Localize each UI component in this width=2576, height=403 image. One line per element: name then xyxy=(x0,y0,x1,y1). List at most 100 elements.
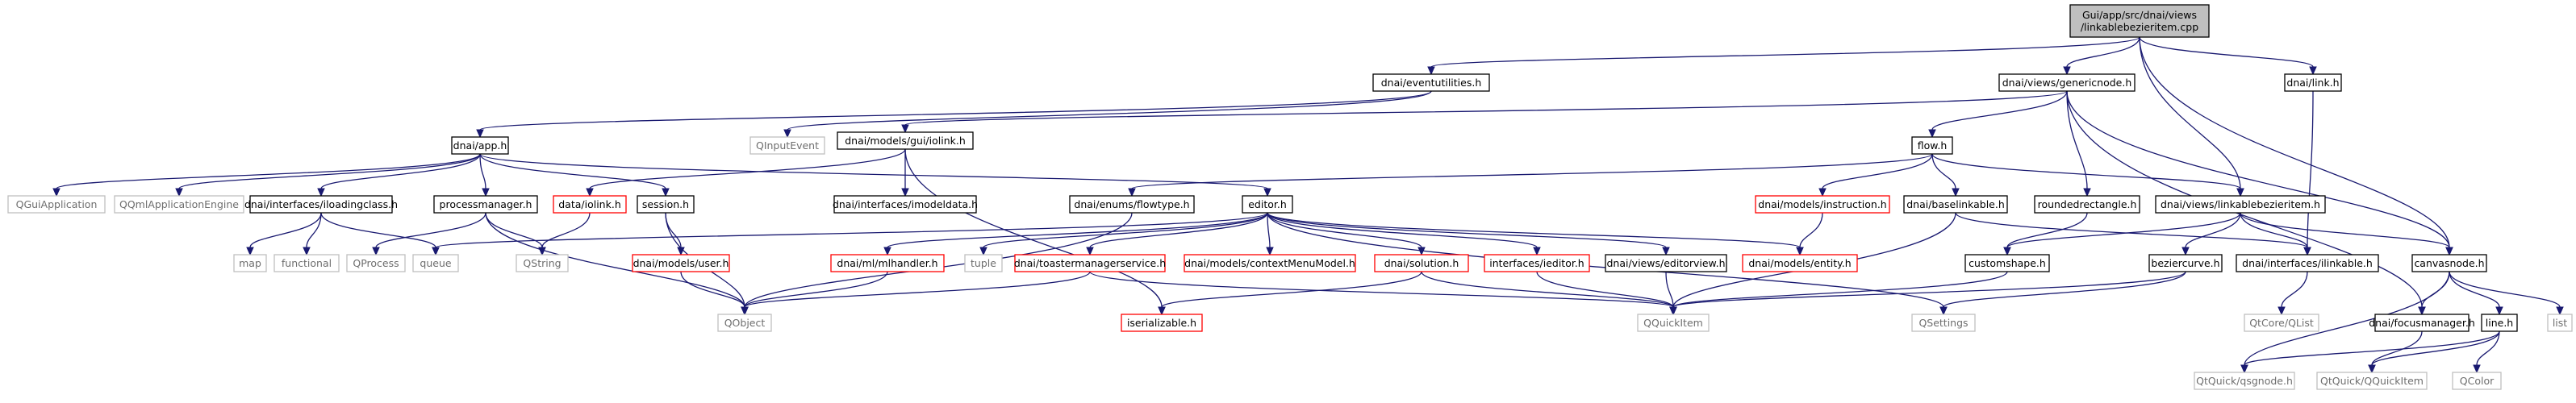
edge-root-to-eventutilities xyxy=(1427,36,2140,76)
edge-arrowhead xyxy=(372,247,380,256)
node-customshape[interactable]: customshape.h xyxy=(1964,254,2050,272)
edge-user-to-qobject xyxy=(680,271,749,316)
node-entity[interactable]: dnai/models/entity.h xyxy=(1742,254,1858,272)
edge-line xyxy=(1267,212,1801,248)
edge-editor-to-tuple xyxy=(979,212,1268,256)
edge-line xyxy=(479,153,666,189)
node-data_iolink[interactable]: data/iolink.h xyxy=(553,195,627,214)
node-contextmenu[interactable]: dnai/models/contextMenuModel.h xyxy=(1184,254,1356,272)
node-box xyxy=(2452,372,2502,390)
node-flow[interactable]: flow.h xyxy=(1911,136,1953,155)
node-canvasnode[interactable]: canvasnode.h xyxy=(2411,254,2487,272)
node-functional[interactable]: functional xyxy=(273,254,340,272)
node-ieditor[interactable]: interfaces/ieditor.h xyxy=(1484,254,1590,272)
edge-line-to-qsgnode xyxy=(2240,330,2500,374)
node-iloadingclass[interactable]: dnai/interfaces/iloadingclass.h xyxy=(244,195,398,214)
node-focusmanager[interactable]: dnai/focusmanager.h xyxy=(2369,314,2475,332)
node-beziercurve[interactable]: beziercurve.h xyxy=(2148,254,2223,272)
node-app[interactable]: dnai/app.h xyxy=(451,136,509,155)
edge-arrowhead xyxy=(2240,364,2248,374)
edge-line xyxy=(2240,212,2450,248)
node-box xyxy=(1998,73,2136,92)
edge-arrowhead xyxy=(741,306,749,316)
edge-app-to-qguiapp xyxy=(52,153,481,197)
node-label: dnai/models/gui/iolink.h xyxy=(845,135,966,147)
node-qcore_qlist[interactable]: QtCore/QList xyxy=(2244,314,2319,332)
node-flowtype[interactable]: dnai/enums/flowtype.h xyxy=(1069,195,1195,214)
edge-app-to-session xyxy=(479,153,670,197)
node-qcolor[interactable]: QColor xyxy=(2452,372,2502,390)
edge-root-to-genericnode xyxy=(2063,36,2140,76)
node-box xyxy=(2069,4,2210,38)
edge-line xyxy=(589,148,906,189)
node-processmanager[interactable]: processmanager.h xyxy=(433,195,538,214)
node-baselinkable[interactable]: dnai/baselinkable.h xyxy=(1903,195,2008,214)
node-qqmlapp[interactable]: QQmlApplicationEngine xyxy=(114,195,244,214)
node-box xyxy=(1014,254,1166,272)
node-qquickitem[interactable]: QQuickItem xyxy=(1637,314,1710,332)
edge-app-to-processmanager xyxy=(479,153,490,197)
node-map[interactable]: map xyxy=(233,254,267,272)
node-box xyxy=(2148,254,2223,272)
node-label: dnai/models/user.h xyxy=(633,257,729,269)
node-label: QtQuick/QQuickItem xyxy=(2320,375,2424,387)
node-roundedrectangle[interactable]: roundedrectangle.h xyxy=(2034,195,2140,214)
node-editor[interactable]: editor.h xyxy=(1242,195,1293,214)
node-label: dnai/views/genericnode.h xyxy=(2002,77,2132,89)
node-link[interactable]: dnai/link.h xyxy=(2284,73,2342,92)
node-root[interactable]: Gui/app/src/dnai/views/linkablebezierite… xyxy=(2069,4,2210,38)
edge-arrowhead xyxy=(1662,247,1670,256)
node-line[interactable]: line.h xyxy=(2481,314,2518,332)
node-qquick_qquickitem[interactable]: QtQuick/QQuickItem xyxy=(2316,372,2428,390)
node-box xyxy=(2481,314,2518,332)
node-box xyxy=(2316,372,2428,390)
node-eventutilities[interactable]: dnai/eventutilities.h xyxy=(1372,73,1490,92)
node-qstring[interactable]: QString xyxy=(516,254,569,272)
node-qinputevent[interactable]: QInputEvent xyxy=(749,136,825,155)
node-tuple[interactable]: tuple xyxy=(964,254,1003,272)
node-solution[interactable]: dnai/solution.h xyxy=(1374,254,1469,272)
node-mlhandler[interactable]: dnai/ml/mlhandler.h xyxy=(830,254,945,272)
edge-line xyxy=(1931,153,2241,189)
node-iserializable[interactable]: iserializable.h xyxy=(1121,314,1203,332)
edge-arrowhead xyxy=(52,188,61,197)
node-label: dnai/models/instruction.h xyxy=(1758,198,1886,210)
edge-line xyxy=(1089,212,1268,248)
edge-arrowhead xyxy=(2418,306,2426,316)
node-iolink_gui[interactable]: dnai/models/gui/iolink.h xyxy=(837,131,974,150)
edge-line xyxy=(320,212,436,248)
edge-line xyxy=(375,212,486,248)
edge-line xyxy=(2421,271,2450,308)
node-qguiapp[interactable]: QGuiApplication xyxy=(7,195,106,214)
node-linkablebezieritem[interactable]: dnai/views/linkablebezieritem.h xyxy=(2155,195,2326,214)
node-genericnode[interactable]: dnai/views/genericnode.h xyxy=(1998,73,2136,92)
edge-iolink_gui-to-data_iolink xyxy=(586,148,906,197)
node-list[interactable]: list xyxy=(2547,314,2573,332)
node-toaster[interactable]: dnai/toastermanagerservice.h xyxy=(1014,254,1166,272)
node-label: dnai/eventutilities.h xyxy=(1381,77,1482,89)
node-user[interactable]: dnai/models/user.h xyxy=(632,254,730,272)
edge-arrowhead xyxy=(783,129,791,139)
node-session[interactable]: session.h xyxy=(637,195,695,214)
node-qprocess[interactable]: QProcess xyxy=(346,254,406,272)
node-queue[interactable]: queue xyxy=(412,254,459,272)
node-editorview[interactable]: dnai/views/editorview.h xyxy=(1605,254,1727,272)
edge-arrowhead xyxy=(901,188,909,197)
edge-arrowhead xyxy=(2181,247,2190,256)
node-qsettings[interactable]: QSettings xyxy=(1911,314,1976,332)
node-imodeldata[interactable]: dnai/interfaces/imodeldata.h xyxy=(833,195,978,214)
node-label: QObject xyxy=(724,317,766,329)
node-qobject[interactable]: QObject xyxy=(717,314,772,332)
node-box xyxy=(749,136,825,155)
node-qsgnode[interactable]: QtQuick/qsgnode.h xyxy=(2194,372,2295,390)
node-instruction[interactable]: dnai/models/instruction.h xyxy=(1755,195,1890,214)
node-ilinkable[interactable]: dnai/interfaces/ilinkable.h xyxy=(2236,254,2379,272)
edge-line xyxy=(320,153,481,189)
node-box xyxy=(2411,254,2487,272)
node-label: QInputEvent xyxy=(756,139,819,152)
edge-line xyxy=(2006,212,2241,248)
edge-line xyxy=(479,153,1268,189)
edge-line xyxy=(1267,212,1271,248)
edge-line xyxy=(2185,212,2241,248)
